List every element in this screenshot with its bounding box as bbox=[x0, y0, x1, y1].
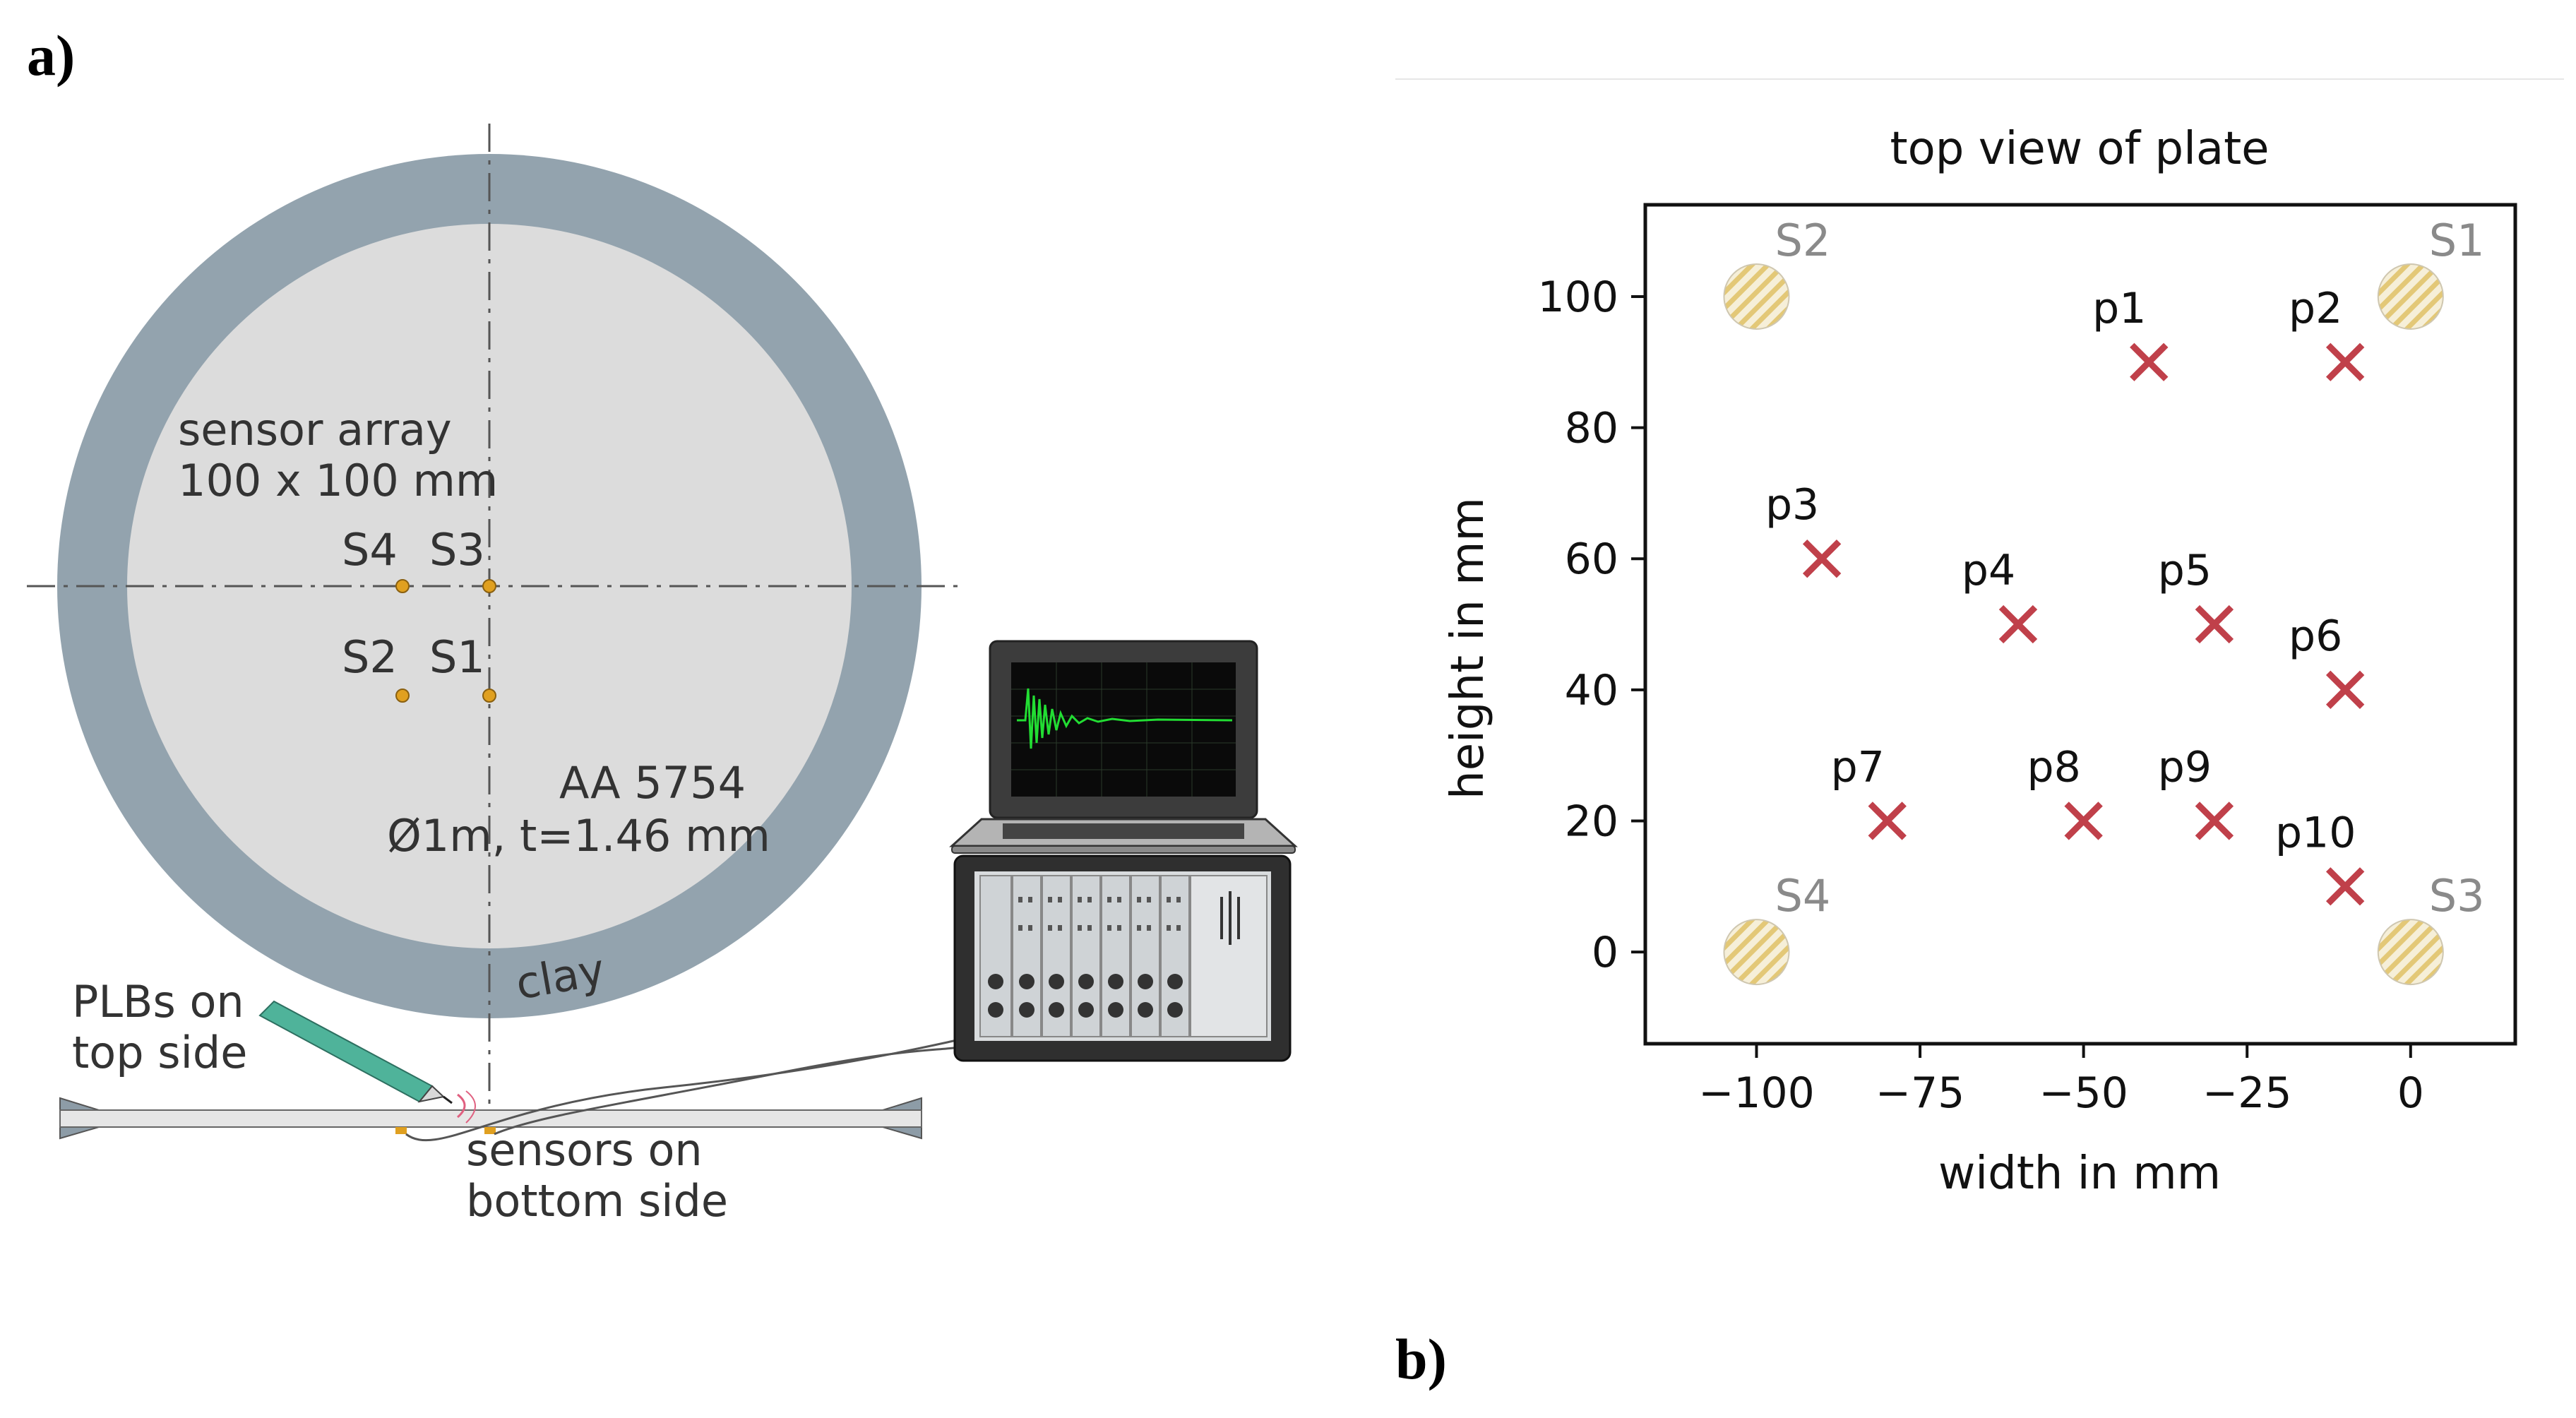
plb-label-p3: p3 bbox=[1765, 480, 1819, 530]
sensor-dot-s3 bbox=[482, 579, 496, 593]
sensor-array-label-line2: 100 x 100 mm bbox=[178, 455, 498, 506]
plb-label-p1: p1 bbox=[2092, 284, 2146, 333]
y-tick-label: 20 bbox=[1565, 797, 1618, 846]
y-tick-label: 0 bbox=[1592, 928, 1618, 977]
plb-marker-p7 bbox=[1868, 802, 1907, 840]
x-tick-label: −100 bbox=[1698, 1068, 1815, 1118]
y-tick-label: 60 bbox=[1565, 535, 1618, 584]
waveform-signal bbox=[1017, 688, 1233, 749]
plb-marker-p8 bbox=[2064, 802, 2103, 840]
plb-label-p2: p2 bbox=[2289, 284, 2342, 333]
x-tick-label: −25 bbox=[2202, 1068, 2292, 1118]
side-sensor-left bbox=[395, 1127, 407, 1134]
sensors-label-line2: bottom side bbox=[466, 1175, 728, 1227]
s3-label: S3 bbox=[429, 524, 485, 576]
sensor-array-label-line1: sensor array bbox=[178, 404, 452, 455]
y-tick-label: 80 bbox=[1565, 404, 1618, 453]
sensor-label-s4: S4 bbox=[1775, 870, 1830, 922]
plot-frame bbox=[1643, 203, 2517, 1046]
material-label-line1: AA 5754 bbox=[559, 757, 746, 809]
panel-b-divider bbox=[1395, 78, 2564, 80]
data-acquisition-system-icon bbox=[953, 854, 1292, 1062]
plb-marker-p9 bbox=[2195, 802, 2234, 840]
x-axis-label: width in mm bbox=[1938, 1148, 2221, 1200]
s1-label: S1 bbox=[429, 631, 485, 683]
y-tick-label: 100 bbox=[1537, 273, 1618, 322]
plb-label-p5: p5 bbox=[2158, 546, 2212, 595]
plb-marker-p10 bbox=[2325, 867, 2365, 906]
setup-illustration: sensor array 100 x 100 mm S4 S3 S2 S1 AA… bbox=[27, 124, 1298, 1227]
plb-label-p4: p4 bbox=[1962, 546, 2015, 595]
plb-label-p9: p9 bbox=[2158, 742, 2212, 792]
s2-label: S2 bbox=[342, 631, 398, 683]
chart-title: top view of plate bbox=[1890, 123, 2269, 175]
plb-marker-p2 bbox=[2325, 342, 2365, 381]
plb-marker-p4 bbox=[1998, 604, 2038, 644]
plb-label-p8: p8 bbox=[2027, 742, 2080, 792]
plb-marker-p1 bbox=[2130, 342, 2169, 381]
material-label-line2: Ø1m, t=1.46 mm bbox=[387, 810, 770, 862]
panel-a-label: a) bbox=[27, 23, 76, 88]
sensor-cable-1 bbox=[405, 1038, 961, 1142]
sensor-dot-s2 bbox=[395, 689, 410, 703]
sensor-marker-s4 bbox=[1723, 919, 1790, 986]
x-tick-label: 0 bbox=[2397, 1068, 2424, 1118]
plb-label-p6: p6 bbox=[2289, 612, 2342, 661]
plb-marker-p3 bbox=[1802, 540, 1842, 578]
laptop-icon bbox=[949, 640, 1298, 854]
x-tick-label: −50 bbox=[2039, 1068, 2128, 1118]
plb-label-p7: p7 bbox=[1831, 742, 1885, 792]
plb-label-p10: p10 bbox=[2275, 808, 2356, 857]
sensor-marker-s3 bbox=[2377, 919, 2444, 986]
x-tick-label: −75 bbox=[1876, 1068, 1965, 1118]
sensor-dot-s4 bbox=[395, 579, 410, 593]
sensor-label-s1: S1 bbox=[2429, 215, 2485, 266]
side-sensor-right bbox=[484, 1127, 496, 1134]
y-tick-label: 40 bbox=[1565, 666, 1618, 715]
plb-marker-p5 bbox=[2195, 604, 2234, 644]
plb-label-line1: PLBs on bbox=[72, 976, 244, 1027]
sensor-cable-2 bbox=[494, 1044, 972, 1136]
y-axis-label: height in mm bbox=[1442, 497, 1494, 799]
sensor-label-s3: S3 bbox=[2429, 870, 2485, 922]
pencil-lead-break-icon bbox=[258, 1000, 476, 1124]
chart-axes: −100 −75 −50 −25 0 0 20 40 60 80 100 bbox=[1537, 273, 2423, 1118]
sensor-marker-s2 bbox=[1723, 263, 1790, 330]
sensors-label-line1: sensors on bbox=[466, 1124, 703, 1176]
sensor-dot-s1 bbox=[482, 689, 496, 703]
plb-label-line2: top side bbox=[72, 1027, 247, 1078]
sensor-label-s2: S2 bbox=[1775, 215, 1830, 266]
s4-label: S4 bbox=[342, 524, 398, 576]
chart-plb-markers: p1 p2 p3 p4 p5 p6 p7 p8 p9 p10 bbox=[1765, 284, 2365, 906]
sensor-marker-s1 bbox=[2377, 263, 2444, 330]
plb-marker-p6 bbox=[2325, 670, 2365, 709]
panel-b-label: b) bbox=[1395, 1327, 1447, 1391]
